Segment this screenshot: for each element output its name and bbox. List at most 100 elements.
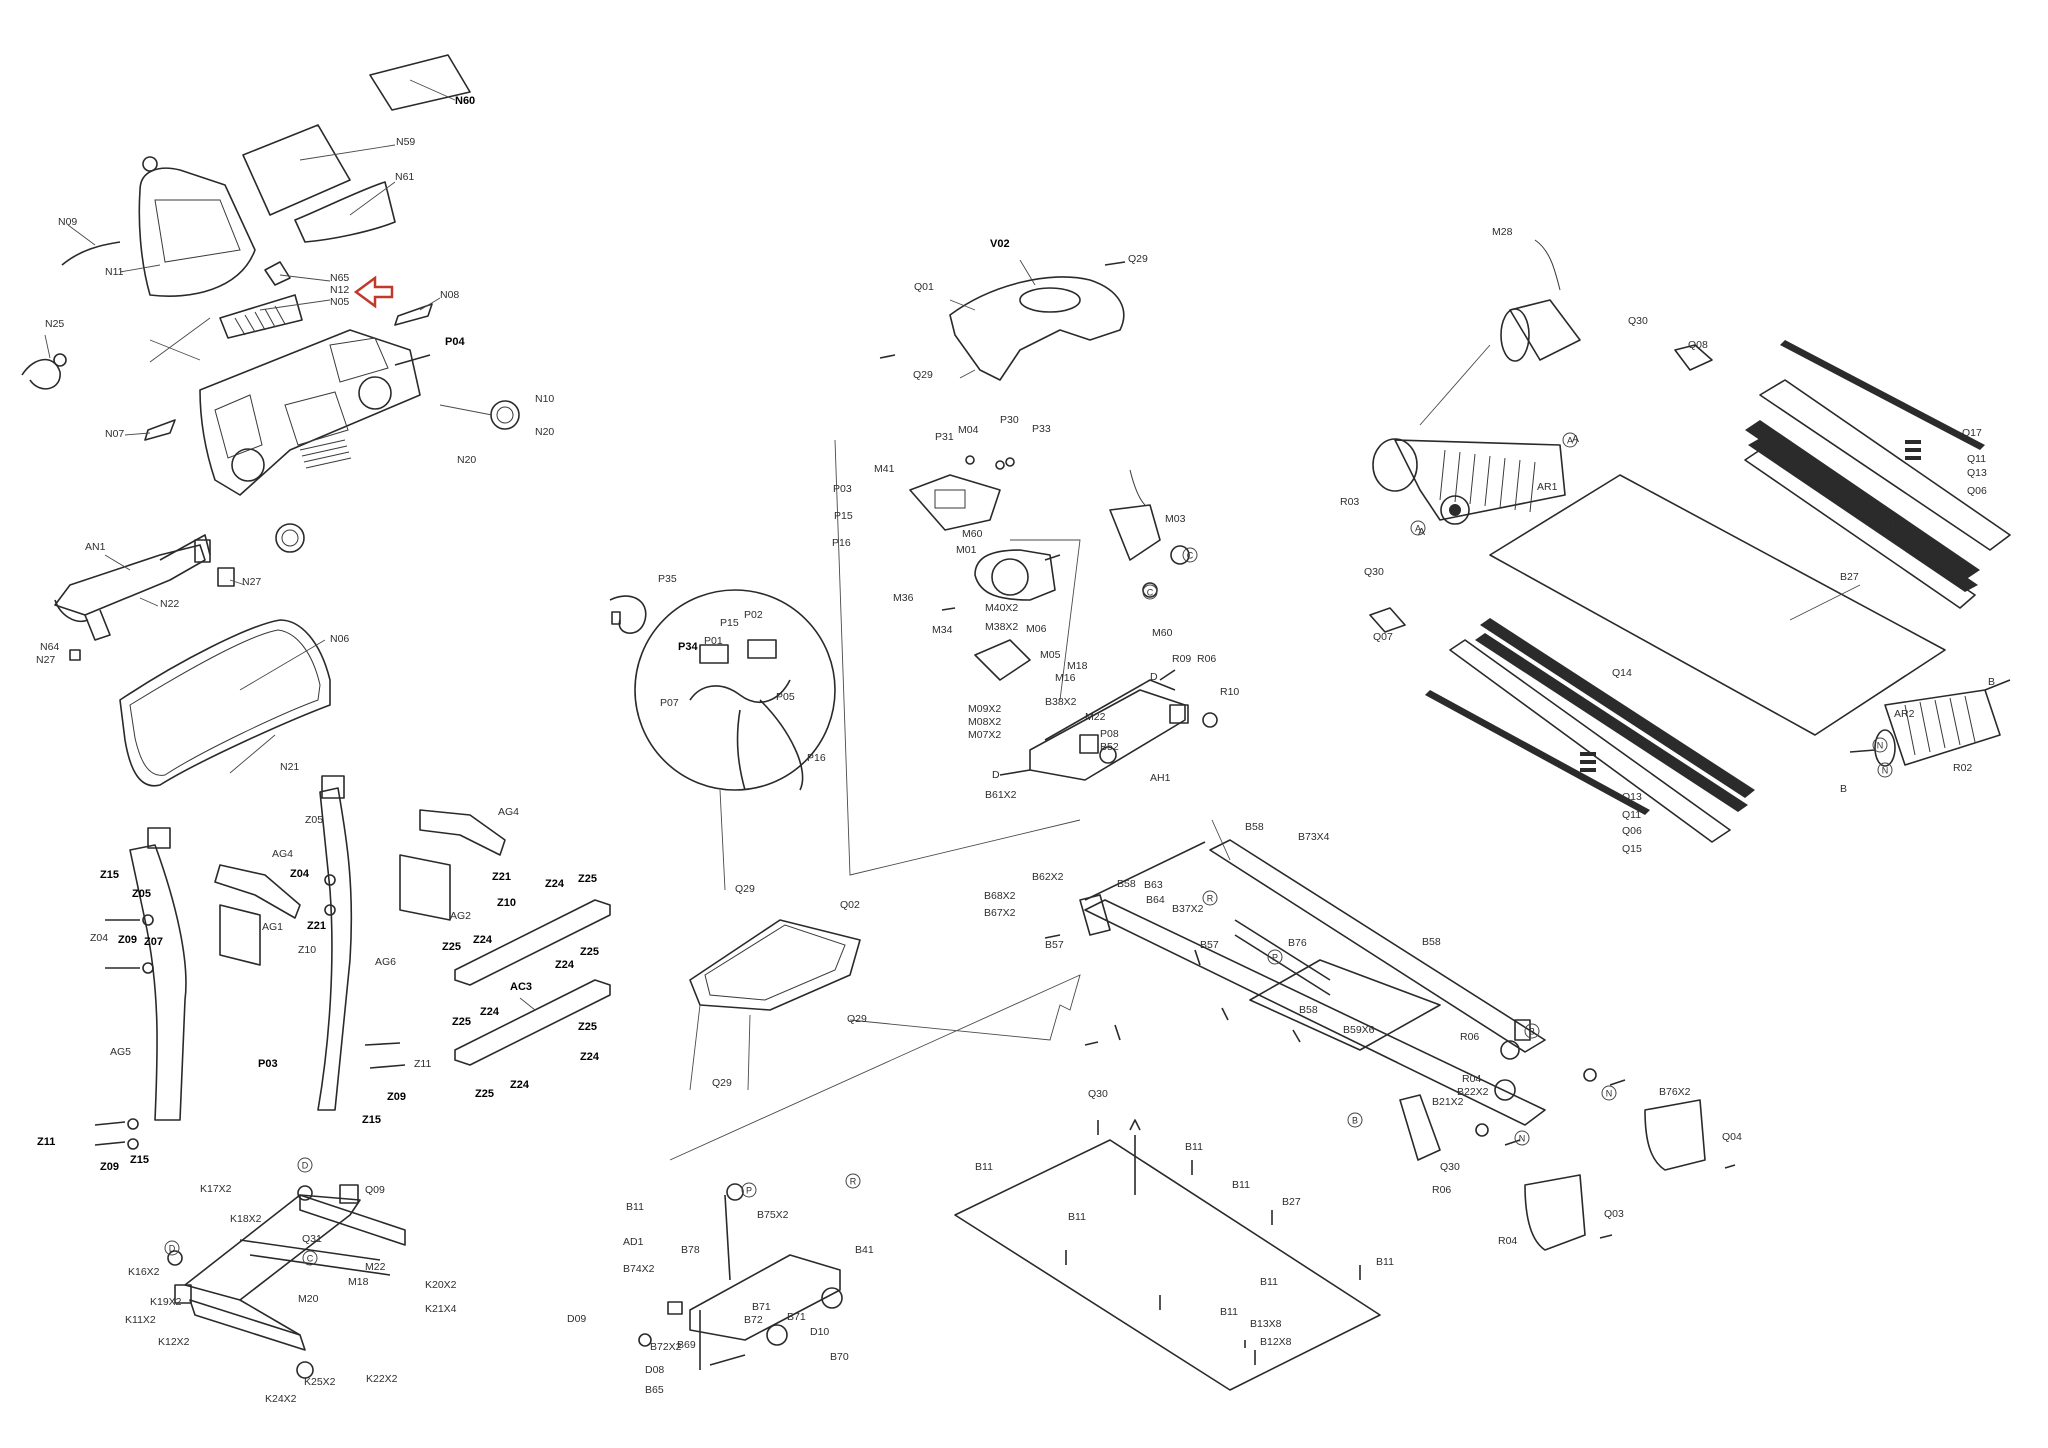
uprights <box>94 775 611 1150</box>
part-label: M28 <box>1492 226 1513 238</box>
callout-letter: N <box>1519 1134 1526 1144</box>
part-label: N07 <box>105 428 124 440</box>
part-label: R10 <box>1220 686 1239 698</box>
part-label: A <box>1418 526 1425 538</box>
callout-circle <box>1877 762 1893 778</box>
rail-blocks-top <box>1905 440 1921 460</box>
part-label: Z04 <box>90 932 108 944</box>
part-label: R06 <box>1197 653 1216 665</box>
part-label: B62X2 <box>1032 871 1064 883</box>
part-label: Z07 <box>144 936 163 948</box>
part-label: Z25 <box>475 1088 494 1100</box>
part-label: Q08 <box>1688 339 1708 351</box>
part-label: M22 <box>1085 711 1106 723</box>
callout-letter: A <box>1415 524 1421 534</box>
part-label: B11 <box>975 1161 993 1173</box>
part-label: M08X2 <box>968 716 1001 728</box>
part-label: Q30 <box>1440 1161 1460 1173</box>
callout-circle <box>845 1173 861 1189</box>
part-label: M60 <box>1152 627 1173 639</box>
part-label: N59 <box>396 136 415 148</box>
callout-letter: D <box>169 1244 176 1254</box>
part-label: Z15 <box>130 1154 149 1166</box>
part-label: K18X2 <box>230 1213 262 1225</box>
part-label: Q15 <box>1622 843 1642 855</box>
callout-letter: C <box>1187 551 1194 561</box>
part-label: AH1 <box>1150 772 1171 784</box>
part-label: B59X6 <box>1343 1024 1375 1036</box>
part-label: P34 <box>678 641 698 653</box>
rear-assembly <box>638 1183 843 1370</box>
part-label: K24X2 <box>265 1393 297 1405</box>
part-label: M05 <box>1040 649 1061 661</box>
part-label: Q13 <box>1622 791 1642 803</box>
handlebar-assembly <box>54 534 246 661</box>
part-label: N65 <box>330 272 349 284</box>
part-label: P03 <box>833 483 852 495</box>
callout-circle <box>302 1250 318 1266</box>
part-label: N27 <box>36 654 55 666</box>
part-label: P02 <box>744 609 763 621</box>
part-label: B11 <box>1232 1179 1250 1191</box>
part-label: Q14 <box>1882 516 1902 528</box>
callout-letter: B <box>1352 1116 1358 1126</box>
part-label: Z25 <box>578 1021 597 1033</box>
part-label: Q06 <box>1622 825 1642 837</box>
part-label: K17X2 <box>200 1183 232 1195</box>
part-label: B38X2 <box>1045 696 1077 708</box>
part-label: B21X2 <box>1432 1096 1464 1108</box>
part-label: P31 <box>935 431 954 443</box>
part-label: B64 <box>1146 894 1165 906</box>
part-label: B71 <box>787 1311 806 1323</box>
part-label: N08 <box>440 289 459 301</box>
part-label: AN1 <box>85 541 106 553</box>
part-label: M22 <box>365 1261 386 1273</box>
part-label: Q29 <box>1128 253 1148 265</box>
part-label: Q29 <box>847 1013 867 1025</box>
part-label: AR2 <box>1894 708 1915 720</box>
part-label: N60 <box>455 95 475 107</box>
part-label: D08 <box>645 1364 664 1376</box>
part-label: M60 <box>962 528 983 540</box>
part-label: N64 <box>40 641 59 653</box>
part-label: D09 <box>567 1313 586 1325</box>
console-assembly <box>21 54 520 553</box>
part-label: D <box>992 769 1000 781</box>
part-label: AC3 <box>510 981 532 993</box>
part-label: B58 <box>1117 878 1136 890</box>
part-label: AG1 <box>262 921 283 933</box>
callout-letter: C <box>307 1254 314 1264</box>
part-label: K11X2 <box>125 1314 156 1326</box>
part-label: B67X2 <box>984 907 1016 919</box>
part-label: Q07 <box>1373 631 1393 643</box>
part-label: K21X4 <box>425 1303 457 1315</box>
part-label: B57 <box>1045 939 1064 951</box>
part-label: B41 <box>855 1244 874 1256</box>
part-label: P04 <box>445 336 465 348</box>
part-label: P15 <box>834 510 853 522</box>
part-label: AG6 <box>375 956 396 968</box>
part-label: M07X2 <box>968 729 1001 741</box>
part-label: K12X2 <box>158 1336 190 1348</box>
part-label: Q29 <box>712 1077 732 1089</box>
part-label: N27 <box>242 576 261 588</box>
part-label: P16 <box>807 752 826 764</box>
part-label: Z24 <box>480 1006 500 1018</box>
part-label: N09 <box>58 216 77 228</box>
keypad-lines <box>299 439 352 469</box>
part-label: Q30 <box>1088 1088 1108 1100</box>
callout-circle <box>1601 1085 1617 1101</box>
callout-circle <box>297 1157 313 1173</box>
lower-base-frame <box>167 1184 406 1379</box>
part-label: Q04 <box>1722 1131 1742 1143</box>
callout-letter: D <box>302 1161 309 1171</box>
part-label: B69 <box>677 1339 696 1351</box>
part-label: M34 <box>932 624 953 636</box>
part-label: B75X2 <box>757 1209 789 1221</box>
part-label: N05 <box>330 296 349 308</box>
part-label: N25 <box>45 318 64 330</box>
part-label: P07 <box>660 697 679 709</box>
part-label: N11 <box>105 266 124 278</box>
part-label: B78 <box>681 1244 700 1256</box>
callout-circle <box>1562 432 1578 448</box>
